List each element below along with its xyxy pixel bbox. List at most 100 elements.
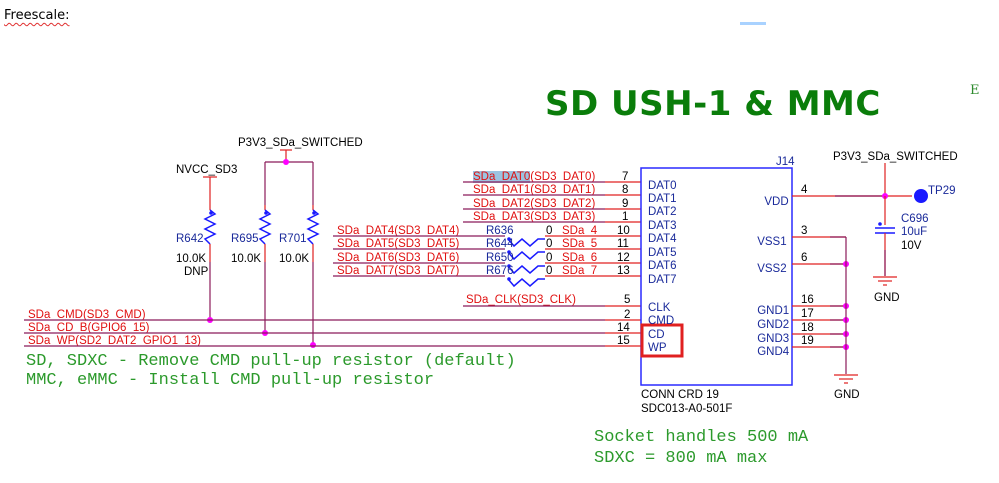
testpoint-icon (914, 189, 928, 203)
pin-number: 7 (622, 171, 628, 183)
connector-pin-wp: WP (648, 342, 667, 354)
pin-number: 2 (624, 309, 630, 321)
net-row: SDa_DAT1(SD3_DAT1) 8 (463, 184, 641, 196)
connector-pin-cmd: CMD (648, 315, 674, 327)
ctrl-net-row: SDa_CMD(SD3_CMD) 2 (24, 309, 641, 321)
net-label[interactable]: SDa_5 (562, 238, 597, 250)
note-sdxc-current: SDXC = 800 mA max (594, 449, 768, 468)
connector-pin-dat7: DAT7 (648, 274, 677, 286)
resistor-icon (507, 278, 545, 288)
connector-pin-dat4: DAT4 (648, 233, 677, 245)
pin-name: VSS2 (757, 263, 786, 275)
pin-number: 19 (801, 335, 814, 347)
pullup-ref: R695 (231, 233, 259, 245)
net-label[interactable]: SDa_CMD(SD3_CMD) (28, 309, 146, 321)
pullup-note: DNP (184, 266, 209, 278)
connector-right-pin: GND2 17 (757, 308, 849, 331)
series-resistor-ref: R650 (486, 252, 514, 264)
pin-number: 18 (801, 322, 814, 334)
net-label[interactable]: SDa_DAT4(SD3_DAT4) (337, 225, 459, 237)
pin-name: VSS1 (757, 236, 786, 248)
connector-pin-dat6: DAT6 (648, 260, 677, 272)
selection-marker (740, 22, 766, 25)
pin-number: 12 (617, 252, 630, 264)
testpoint-label: TP29 (928, 185, 956, 197)
net-label[interactable]: SDa_7 (562, 265, 597, 277)
resistor-icon (203, 209, 217, 245)
net-label[interactable]: SDa_DAT5(SD3_DAT5) (337, 238, 459, 250)
connector-pin-cd: CD (648, 329, 665, 341)
ctrl-net-row: SDa_WP(SD2_DAT2_GPIO1_13) 15 (24, 335, 641, 347)
net-label[interactable]: SDa_DAT3(SD3_DAT3) (473, 211, 595, 223)
nvcc-label: NVCC_SD3 (176, 164, 237, 176)
pullup-resistor: R701 10.0K (279, 205, 320, 348)
pin-number: 9 (622, 198, 628, 210)
gnd-label: GND (874, 292, 900, 304)
connector-desc: CONN CRD 19 (641, 389, 719, 401)
net-label[interactable]: SDa_4 (562, 225, 598, 237)
series-resistor-value: 0 (546, 252, 552, 264)
net-label[interactable]: SDa_DAT2(SD3_DAT2) (473, 198, 595, 210)
connector-right-pin: VSS1 3 (757, 225, 846, 248)
ctrl-net-row: SDa_CD_B(GPIO6_15)14 (24, 322, 641, 334)
net-label[interactable]: SDa_DAT7(SD3_DAT7) (337, 265, 459, 277)
note-mmc-emmc: MMC, eMMC - Install CMD pull-up resistor (26, 371, 435, 390)
schematic-title: SD USH-1 & MMC (545, 84, 881, 124)
pin-number: 5 (624, 294, 630, 306)
connector-pin-dat3: DAT3 (648, 220, 677, 232)
header-label: Freescale: (4, 8, 70, 23)
pin-number: 4 (801, 184, 808, 196)
pin-number: 6 (801, 252, 807, 264)
net-label[interactable]: SDa_DAT0(SD3_DAT0) (473, 171, 595, 183)
rail-label-left: P3V3_SDa_SWITCHED (238, 137, 363, 149)
net-row: SDa_DAT0(SD3_DAT0) 7 (463, 171, 641, 183)
pullup-section: P3V3_SDa_SWITCHED NVCC_SD3 (176, 137, 363, 205)
pin-number: 8 (622, 184, 628, 196)
net-label[interactable]: SDa_CLK(SD3_CLK) (466, 294, 576, 306)
connector-pin-dat5: DAT5 (648, 247, 677, 259)
edge-character: E (970, 83, 980, 98)
pin-name: GND1 (757, 305, 789, 317)
net-label[interactable]: SDa_6 (562, 252, 597, 264)
pin-number: 3 (801, 225, 807, 237)
net-row: SDa_DAT2(SD3_DAT2) 9 (463, 198, 641, 210)
pin-number: 15 (617, 335, 630, 347)
power-section: P3V3_SDa_SWITCHED TP29 C696 10uF 10V GND… (792, 151, 958, 401)
net-label[interactable]: SDa_CD_B(GPIO6_15) (28, 322, 150, 334)
connector-pin-dat0: DAT0 (648, 180, 677, 192)
connector-pin-clk: CLK (648, 302, 671, 314)
pullup-ref: R701 (279, 233, 307, 245)
series-net-row: SDa_DAT6(SD3_DAT6) R650 0 SDa_6 12 (333, 252, 641, 275)
resistor-icon (507, 265, 545, 275)
capacitor-value: 10uF (901, 226, 927, 238)
junction-dot (310, 342, 316, 348)
pullup-value: 10.0K (279, 253, 309, 265)
connector-j14: J14 CONN CRD 19 SDC013-A0-501F (640, 156, 795, 415)
ground-symbol-icon (873, 276, 897, 286)
series-resistor-value: 0 (546, 238, 552, 250)
net-label[interactable]: SDa_WP(SD2_DAT2_GPIO1_13) (28, 335, 201, 347)
connector-right-pin: VDD 4 (764, 184, 808, 208)
pin-number: 17 (801, 308, 814, 320)
connector-pin-dat2: DAT2 (648, 206, 677, 218)
net-label[interactable]: SDa_DAT1(SD3_DAT1) (473, 184, 595, 196)
clk-net-row: SDa_CLK(SD3_CLK) 5 (463, 294, 641, 307)
pin-name: VDD (764, 196, 788, 208)
connector-right-pin: VSS2 6 (757, 252, 849, 275)
series-resistor-value: 0 (546, 265, 552, 277)
pin-number: 13 (617, 265, 630, 277)
series-resistor-ref: R644 (486, 238, 514, 250)
pin-name: GND2 (757, 319, 789, 331)
note-sd-sdxc: SD, SDXC - Remove CMD pull-up resistor (… (26, 352, 516, 371)
junction-dot (283, 159, 289, 165)
pin-name: GND3 (757, 333, 789, 345)
net-row: SDa_DAT3(SD3_DAT3)1 (463, 211, 641, 223)
net-label[interactable]: SDa_DAT6(SD3_DAT6) (337, 252, 459, 264)
text-selection (473, 171, 530, 183)
